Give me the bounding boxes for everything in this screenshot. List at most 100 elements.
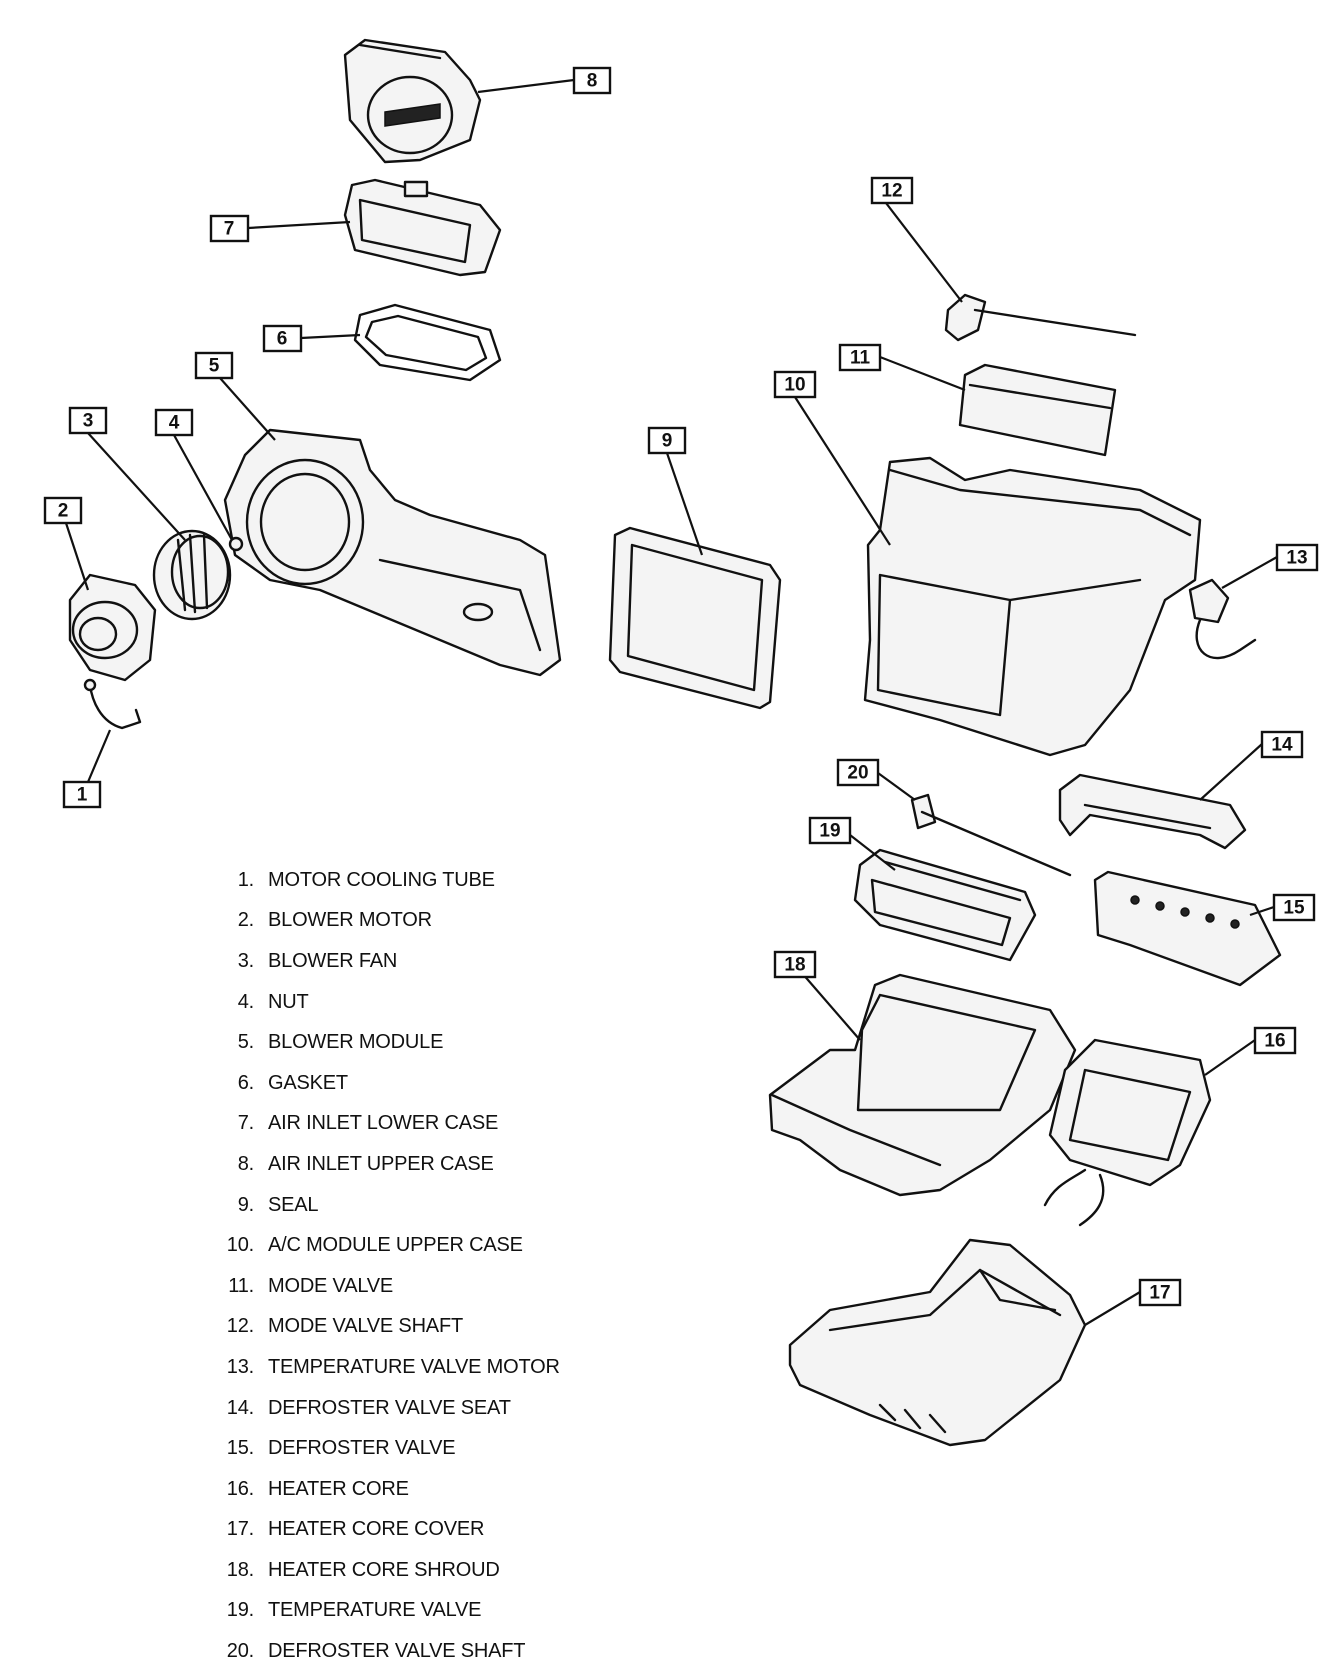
part-heater-core [1043, 1038, 1212, 1227]
part-defroster-valve-shaft [910, 793, 1072, 877]
legend-label: DEFROSTER VALVE SHAFT [268, 1640, 526, 1663]
legend-item: 20.DEFROSTER VALVE SHAFT [212, 1631, 632, 1672]
legend-number: 16. [226, 1477, 254, 1500]
callout-16: 16 [1253, 1026, 1297, 1055]
legend-label: HEATER CORE COVER [268, 1518, 485, 1541]
legend-label: TEMPERATURE VALVE MOTOR [268, 1355, 560, 1378]
legend-number: 18. [226, 1558, 254, 1581]
callout-label: 9 [662, 431, 673, 452]
legend-number: 1. [237, 868, 254, 891]
callout-20: 20 [836, 758, 880, 787]
callout-label: 17 [1149, 1283, 1170, 1304]
callout-label: 7 [224, 219, 235, 240]
legend-number: 2. [237, 909, 254, 932]
callout-2: 2 [43, 496, 83, 525]
callout-1: 1 [62, 780, 102, 809]
part-heater-core-cover [788, 1238, 1087, 1447]
legend-label: MODE VALVE SHAFT [268, 1315, 463, 1338]
legend-number: 17. [226, 1518, 254, 1541]
legend-item: 17. HEATER CORE COVER [212, 1510, 632, 1551]
legend-number: 6. [237, 1071, 254, 1094]
part-ac-module-upper-case [863, 456, 1202, 757]
legend-item: 7.AIR INLET LOWER CASE [212, 1104, 632, 1145]
legend-item: 14. DEFROSTER VALVE SEAT [212, 1388, 632, 1429]
legend-label: AIR INLET LOWER CASE [268, 1112, 499, 1135]
callout-12: 12 [870, 176, 914, 205]
legend-item: 3. BLOWER FAN [212, 941, 632, 982]
callout-label: 8 [587, 71, 598, 92]
callout-17: 17 [1138, 1278, 1182, 1307]
callout-7: 7 [209, 214, 250, 243]
callout-11: 11 [838, 343, 882, 372]
legend-item: 16. HEATER CORE [212, 1469, 632, 1510]
legend-label: BLOWER MOTOR [268, 909, 432, 932]
legend-item: 19.TEMPERATURE VALVE [212, 1591, 632, 1632]
part-blower-motor [68, 573, 157, 682]
part-air-inlet-upper-case [343, 38, 482, 164]
legend-label: HEATER CORE [268, 1477, 409, 1500]
leader-lines [64, 78, 1278, 1326]
legend-label: SEAL [268, 1193, 319, 1216]
part-heater-core-shroud [768, 973, 1077, 1197]
callout-18: 18 [773, 950, 817, 979]
legend-number: 15. [226, 1437, 254, 1460]
part-nut [228, 536, 244, 552]
callout-label: 20 [847, 763, 868, 784]
legend-number: 9. [237, 1193, 254, 1216]
legend-item: 1. MOTOR COOLING TUBE [212, 860, 632, 901]
callout-4: 4 [154, 408, 194, 437]
legend-label: MOTOR COOLING TUBE [268, 868, 495, 891]
legend-item: 9. SEAL [212, 1185, 632, 1226]
legend-item: 4.NUT [212, 982, 632, 1023]
legend-number: 4. [237, 990, 254, 1013]
legend-label: BLOWER FAN [268, 949, 398, 972]
legend-item: 18. HEATER CORE SHROUD [212, 1550, 632, 1591]
callout-label: 18 [784, 955, 805, 976]
callout-label: 5 [209, 356, 220, 377]
legend-number: 3. [237, 949, 254, 972]
callout-label: 11 [850, 348, 871, 369]
legend-label: HEATER CORE SHROUD [268, 1558, 500, 1581]
legend-item: 13. TEMPERATURE VALVE MOTOR [212, 1347, 632, 1388]
part-temperature-valve-motor [1188, 578, 1257, 660]
callout-9: 9 [647, 426, 687, 455]
callout-5: 5 [194, 351, 234, 380]
legend-label: DEFROSTER VALVE SEAT [268, 1396, 511, 1419]
callout-label: 15 [1283, 898, 1305, 919]
legend-label: BLOWER MODULE [268, 1031, 444, 1054]
callout-3: 3 [68, 406, 108, 435]
part-mode-valve [958, 363, 1117, 457]
callout-label: 13 [1286, 548, 1307, 569]
callout-15: 15 [1272, 893, 1316, 922]
part-temperature-valve [853, 848, 1037, 962]
legend-label: GASKET [268, 1071, 348, 1094]
callout-14: 14 [1260, 730, 1304, 759]
legend-number: 10. [226, 1234, 254, 1257]
callout-10: 10 [773, 370, 817, 399]
legend-item: 11.MODE VALVE [212, 1266, 632, 1307]
callout-8: 8 [572, 66, 612, 95]
legend-item: 8.AIR INLET UPPER CASE [212, 1144, 632, 1185]
legend-number: 5. [237, 1031, 254, 1054]
legend-item: 6. GASKET [212, 1063, 632, 1104]
legend-label: A/C MODULE UPPER CASE [268, 1234, 523, 1257]
legend-number: 14. [226, 1396, 254, 1419]
legend-label: AIR INLET UPPER CASE [268, 1152, 494, 1175]
part-blower-fan [152, 529, 232, 621]
legend-item: 10. A/C MODULE UPPER CASE [212, 1225, 632, 1266]
legend-label: DEFROSTER VALVE [268, 1437, 456, 1460]
callout-label: 12 [881, 181, 902, 202]
legend-label: MODE VALVE [268, 1274, 394, 1297]
part-defroster-valve [1093, 870, 1282, 987]
callout-label: 4 [169, 413, 180, 434]
part-motor-cooling-tube [83, 678, 142, 730]
legend-label: TEMPERATURE VALVE [268, 1599, 482, 1622]
legend-number: 13. [226, 1355, 254, 1378]
part-mode-valve-shaft [944, 293, 1137, 342]
legend-item: 15. DEFROSTER VALVE [212, 1428, 632, 1469]
callout-19: 19 [808, 816, 852, 845]
callout-label: 16 [1264, 1031, 1285, 1052]
part-defroster-valve-seat [1058, 773, 1247, 850]
parts-legend: 1. MOTOR COOLING TUBE 2. BLOWER MOTOR 3. BL… [212, 860, 632, 1672]
